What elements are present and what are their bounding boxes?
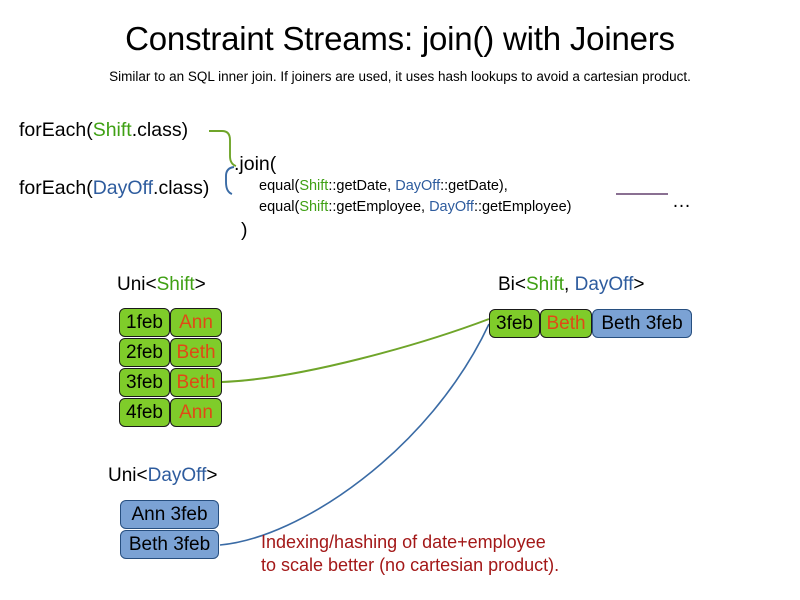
cell-text: Beth — [176, 342, 216, 363]
table-row: 4feb Ann — [119, 398, 222, 427]
code-joiner-arg-2-right-type: DayOff — [429, 199, 474, 215]
cell-text: Ann 3feb — [131, 504, 208, 525]
connector-shift-row-to-bi — [221, 318, 490, 383]
code-foreach-shift-prefix: forEach( — [19, 119, 93, 141]
cell-text: Ann — [179, 402, 213, 423]
bi-table: 3feb Beth Beth 3feb — [489, 309, 692, 338]
cell-text: Beth — [546, 313, 586, 334]
annotation-note: Indexing/hashing of date+employee to sca… — [261, 531, 559, 577]
code-joiner-arg-1-left-type: Shift — [299, 178, 329, 194]
cell-text: 2feb — [126, 342, 163, 363]
cell-shift-date: 2feb — [119, 338, 170, 367]
code-joiner-arg-2-left-ref: ::getEmployee, — [328, 199, 430, 215]
cell-dayoff: Beth 3feb — [120, 530, 219, 559]
cell-shift-employee: Ann — [170, 398, 222, 427]
cell-text: 4feb — [126, 402, 163, 423]
uni-shift-table: 1feb Ann 2feb Beth 3feb Beth 4feb Ann — [119, 308, 222, 428]
table-row: Beth 3feb — [120, 530, 219, 559]
code-foreach-dayoff-type: DayOff — [92, 177, 154, 199]
label-uni-shift: Uni<Shift> — [117, 275, 206, 294]
annotation-line-2: to scale better (no cartesian product). — [261, 555, 560, 575]
label-uni-dayoff-prefix: Uni< — [108, 465, 148, 486]
code-joiner-arg-1-right-ref: ::getDate), — [440, 178, 508, 194]
connector-dayoff-row-to-bi — [219, 323, 490, 546]
table-row: 3feb Beth Beth 3feb — [489, 309, 692, 338]
label-uni-dayoff-suffix: > — [206, 465, 218, 486]
table-row: 1feb Ann — [119, 308, 222, 337]
cell-shift-date: 1feb — [119, 308, 170, 337]
cell-text: Beth 3feb — [128, 534, 211, 555]
code-foreach-shift: forEach(Shift.class) — [19, 119, 189, 141]
cell-shift-employee: Beth — [170, 338, 222, 367]
code-join-close: ) — [241, 219, 248, 241]
code-joiner-arg-1: equal(Shift::getDate, DayOff::getDate), — [259, 179, 508, 194]
cell-text: Beth 3feb — [601, 313, 683, 334]
label-bi-prefix: Bi< — [498, 274, 526, 295]
label-uni-dayoff-type: DayOff — [147, 465, 207, 486]
label-bi-sep: , — [564, 274, 575, 295]
code-joiner-arg-2-right-ref: ::getEmployee) — [473, 199, 572, 215]
cell-shift-date: 4feb — [119, 398, 170, 427]
cell-shift-employee: Ann — [170, 308, 222, 337]
cell-bi-employee: Beth — [540, 309, 592, 338]
code-foreach-dayoff: forEach(DayOff.class) — [19, 177, 210, 199]
label-bi-type-b: DayOff — [574, 274, 634, 295]
uni-dayoff-table: Ann 3feb Beth 3feb — [120, 500, 219, 560]
cell-shift-date: 3feb — [119, 368, 170, 397]
annotation-line-1: Indexing/hashing of date+employee — [261, 532, 546, 552]
connector-foreach-dayoff-to-join — [225, 166, 235, 195]
label-uni-shift-suffix: > — [194, 274, 206, 295]
code-joiner-arg-2-left-type: Shift — [299, 199, 329, 215]
label-uni-dayoff: Uni<DayOff> — [108, 466, 218, 485]
label-uni-shift-prefix: Uni< — [117, 274, 157, 295]
code-foreach-dayoff-suffix: .class) — [153, 177, 210, 199]
code-foreach-shift-suffix: .class) — [131, 119, 189, 141]
cell-text: Beth — [176, 372, 216, 393]
code-foreach-shift-type: Shift — [92, 119, 132, 141]
code-joiner-arg-2-fn: equal( — [259, 199, 300, 215]
table-row: 2feb Beth — [119, 338, 222, 367]
code-joiner-arg-1-left-ref: ::getDate, — [328, 178, 396, 194]
code-joiner-arg-1-fn: equal( — [259, 178, 300, 194]
label-bi-shift-dayoff: Bi<Shift, DayOff> — [498, 275, 644, 294]
table-row: 3feb Beth — [119, 368, 222, 397]
label-uni-shift-type: Shift — [156, 274, 195, 295]
code-ellipsis: … — [672, 191, 692, 212]
table-row: Ann 3feb — [120, 500, 219, 529]
code-joiner-arg-2: equal(Shift::getEmployee, DayOff::getEmp… — [259, 200, 571, 215]
cell-shift-employee: Beth — [170, 368, 222, 397]
cell-bi-dayoff: Beth 3feb — [592, 309, 692, 338]
label-bi-suffix: > — [633, 274, 645, 295]
code-join-open: .join( — [234, 153, 277, 175]
label-bi-type-a: Shift — [526, 274, 565, 295]
page-subtitle: Similar to an SQL inner join. If joiners… — [109, 69, 691, 84]
connector-foreach-shift-to-join — [209, 130, 237, 167]
cell-text: 3feb — [126, 372, 163, 393]
cell-bi-date: 3feb — [489, 309, 540, 338]
cell-text: Ann — [179, 312, 213, 333]
code-foreach-dayoff-prefix: forEach( — [19, 177, 93, 199]
code-joiner-arg-1-right-type: DayOff — [395, 178, 441, 194]
cell-text: 3feb — [496, 313, 533, 334]
cell-text: 1feb — [126, 312, 163, 333]
page-title: Constraint Streams: join() with Joiners — [125, 20, 675, 57]
cell-dayoff: Ann 3feb — [120, 500, 219, 529]
